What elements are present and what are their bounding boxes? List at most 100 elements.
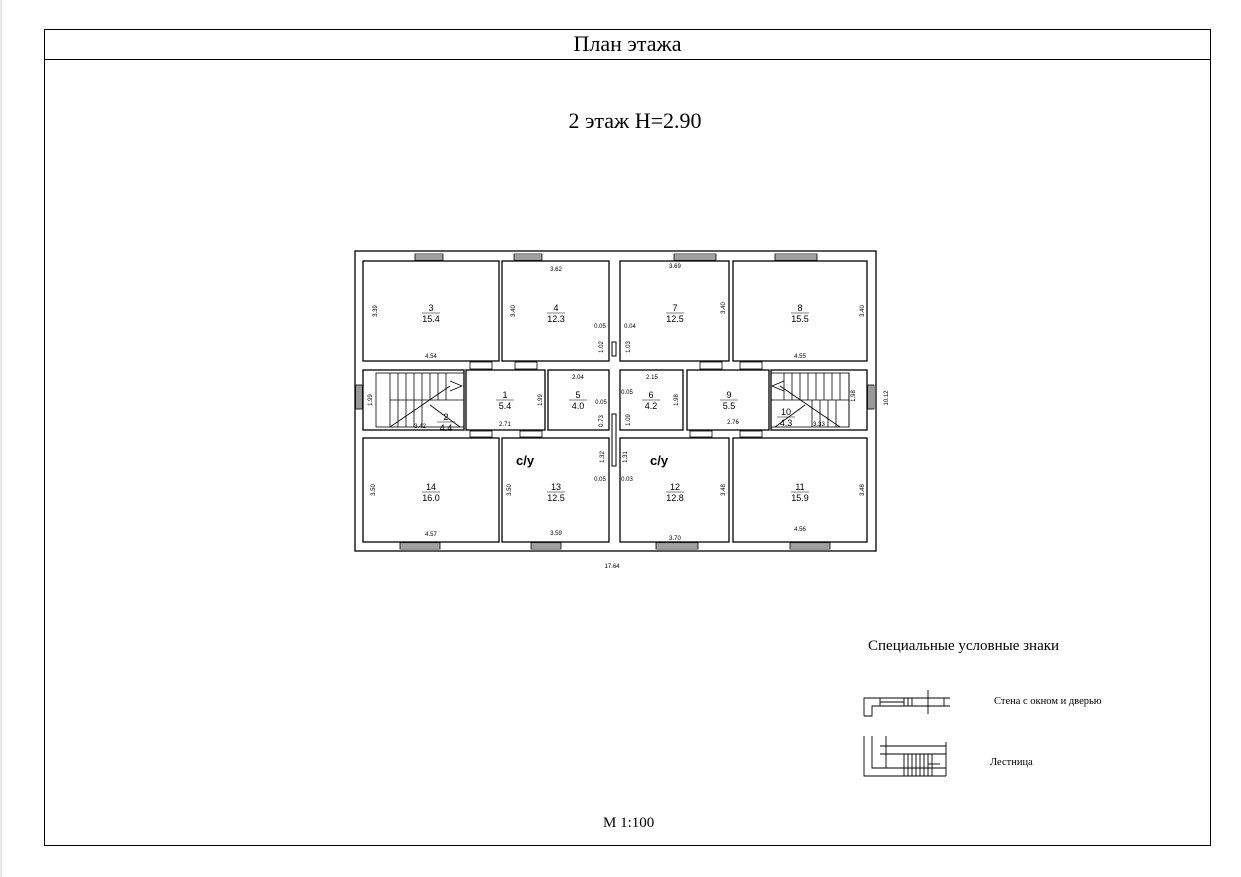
dimension-label: 0.05 xyxy=(621,390,633,396)
dimension-label: 0.73 xyxy=(599,415,605,427)
room-area: 4.4 xyxy=(440,423,453,433)
room-number: 10 xyxy=(781,407,791,417)
dimension-label: 3.59 xyxy=(550,531,562,537)
room-area: 5.4 xyxy=(499,401,512,411)
bathroom-mark: с/у xyxy=(516,453,535,468)
overall-dimension: 17.64 xyxy=(604,564,620,570)
drawing-frame xyxy=(44,29,1211,846)
windows-side xyxy=(355,384,875,410)
dimension-label: 3.50 xyxy=(507,484,513,496)
room-13-outline xyxy=(501,437,610,543)
room-area: 15.9 xyxy=(791,493,809,503)
room-5-outline xyxy=(547,369,610,431)
room-number: 4 xyxy=(553,303,558,313)
dimension-label: 3.40 xyxy=(860,305,866,317)
windows-bottom xyxy=(399,542,831,550)
dimension-label: 0.05 xyxy=(595,400,607,406)
room-area: 12.5 xyxy=(547,493,565,503)
dimension-label: 1.99 xyxy=(538,394,544,406)
room-area: 12.5 xyxy=(666,314,684,324)
dimension-label: 3.48 xyxy=(721,484,727,496)
room-number: 1 xyxy=(502,390,507,400)
room-number: 12 xyxy=(670,482,680,492)
room-area: 12.3 xyxy=(547,314,565,324)
dimension-label: 2.76 xyxy=(727,420,739,426)
room-14-outline xyxy=(362,437,500,543)
windows-top xyxy=(414,253,818,261)
room-area: 16.0 xyxy=(422,493,440,503)
room-number: 11 xyxy=(795,482,804,492)
room-11-outline xyxy=(732,437,868,543)
sheet-title: План этажа xyxy=(44,29,1211,60)
dimension-label: 1.98 xyxy=(851,390,857,402)
room-3-outline xyxy=(362,260,500,362)
dimension-label: 0.03 xyxy=(621,477,633,483)
room-number: 9 xyxy=(726,390,731,400)
floor-title: 2 этаж Н=2.90 xyxy=(568,108,702,133)
legend-label-stair: Лестница xyxy=(990,757,1033,768)
dimension-label: 3.70 xyxy=(669,536,681,542)
room-area: 4.2 xyxy=(645,401,658,411)
overall-dimension: 10.12 xyxy=(884,390,890,406)
dimension-label: 1.02 xyxy=(599,341,605,353)
room-number: 7 xyxy=(672,303,677,313)
dimension-label: 2.04 xyxy=(572,375,584,381)
staircase-right xyxy=(770,372,850,428)
wall-door xyxy=(611,341,617,357)
dimension-label: 3.40 xyxy=(511,305,517,317)
dimension-label: 0.04 xyxy=(624,324,636,330)
room-area: 15.5 xyxy=(791,314,809,324)
dimension-label: 1.03 xyxy=(626,341,632,353)
dimension-label: 4.57 xyxy=(425,532,437,538)
dimension-label: 1.09 xyxy=(626,414,632,426)
legend-label-wall: Стена с окном и дверью xyxy=(994,696,1102,707)
dimension-label: 4.54 xyxy=(425,354,437,360)
staircase-left xyxy=(375,372,465,428)
legend-wall-symbol xyxy=(863,690,950,717)
dimension-label: 3.69 xyxy=(669,264,681,270)
room-number: 13 xyxy=(551,482,561,492)
room-number: 3 xyxy=(428,303,433,313)
room-7-outline xyxy=(619,260,730,362)
room-4-outline xyxy=(501,260,610,362)
dimension-label: 1.32 xyxy=(600,451,606,463)
dimension-label: 1.99 xyxy=(368,394,374,406)
room-number: 6 xyxy=(648,390,653,400)
dimension-label: 3.40 xyxy=(721,302,727,314)
room-9-outline xyxy=(686,369,770,431)
room-8-outline xyxy=(732,260,868,362)
wall-door xyxy=(611,413,617,467)
dimension-label: 3.39 xyxy=(373,305,379,317)
dimension-label: 4.56 xyxy=(794,527,806,533)
dimension-label: 3.33 xyxy=(813,422,825,428)
room-labels: 315.4412.3712.5815.515.454.064.295.524.4… xyxy=(422,303,809,503)
outer-wall xyxy=(354,250,877,552)
room-area: 12.8 xyxy=(666,493,684,503)
room-number: 8 xyxy=(797,303,802,313)
room-number: 2 xyxy=(443,412,448,422)
room-number: 14 xyxy=(426,482,436,492)
dimension-label: 2.15 xyxy=(646,375,658,381)
room-area: 5.5 xyxy=(723,401,736,411)
dimension-label: 0.05 xyxy=(594,477,606,483)
bathroom-mark: с/у xyxy=(650,453,669,468)
room-number: 5 xyxy=(575,390,580,400)
dimension-label: 3.50 xyxy=(371,484,377,496)
room-area: 4.3 xyxy=(780,418,793,428)
dimension-label: 3.42 xyxy=(414,424,426,430)
door-openings xyxy=(469,361,763,438)
legend-title: Специальные условные знаки xyxy=(868,638,1060,654)
room-1-outline xyxy=(465,369,546,431)
room-6-outline xyxy=(619,369,684,431)
dimension-label: 0.05 xyxy=(594,324,606,330)
sheet-edge xyxy=(0,0,2,877)
room-12-outline xyxy=(619,437,730,543)
dimension-label: 2.71 xyxy=(499,422,511,428)
dimension-label: 3.48 xyxy=(860,484,866,496)
sheet-title-text: План этажа xyxy=(573,31,682,56)
dimension-label: 1.98 xyxy=(674,394,680,406)
dimension-label: 1.31 xyxy=(623,451,629,463)
